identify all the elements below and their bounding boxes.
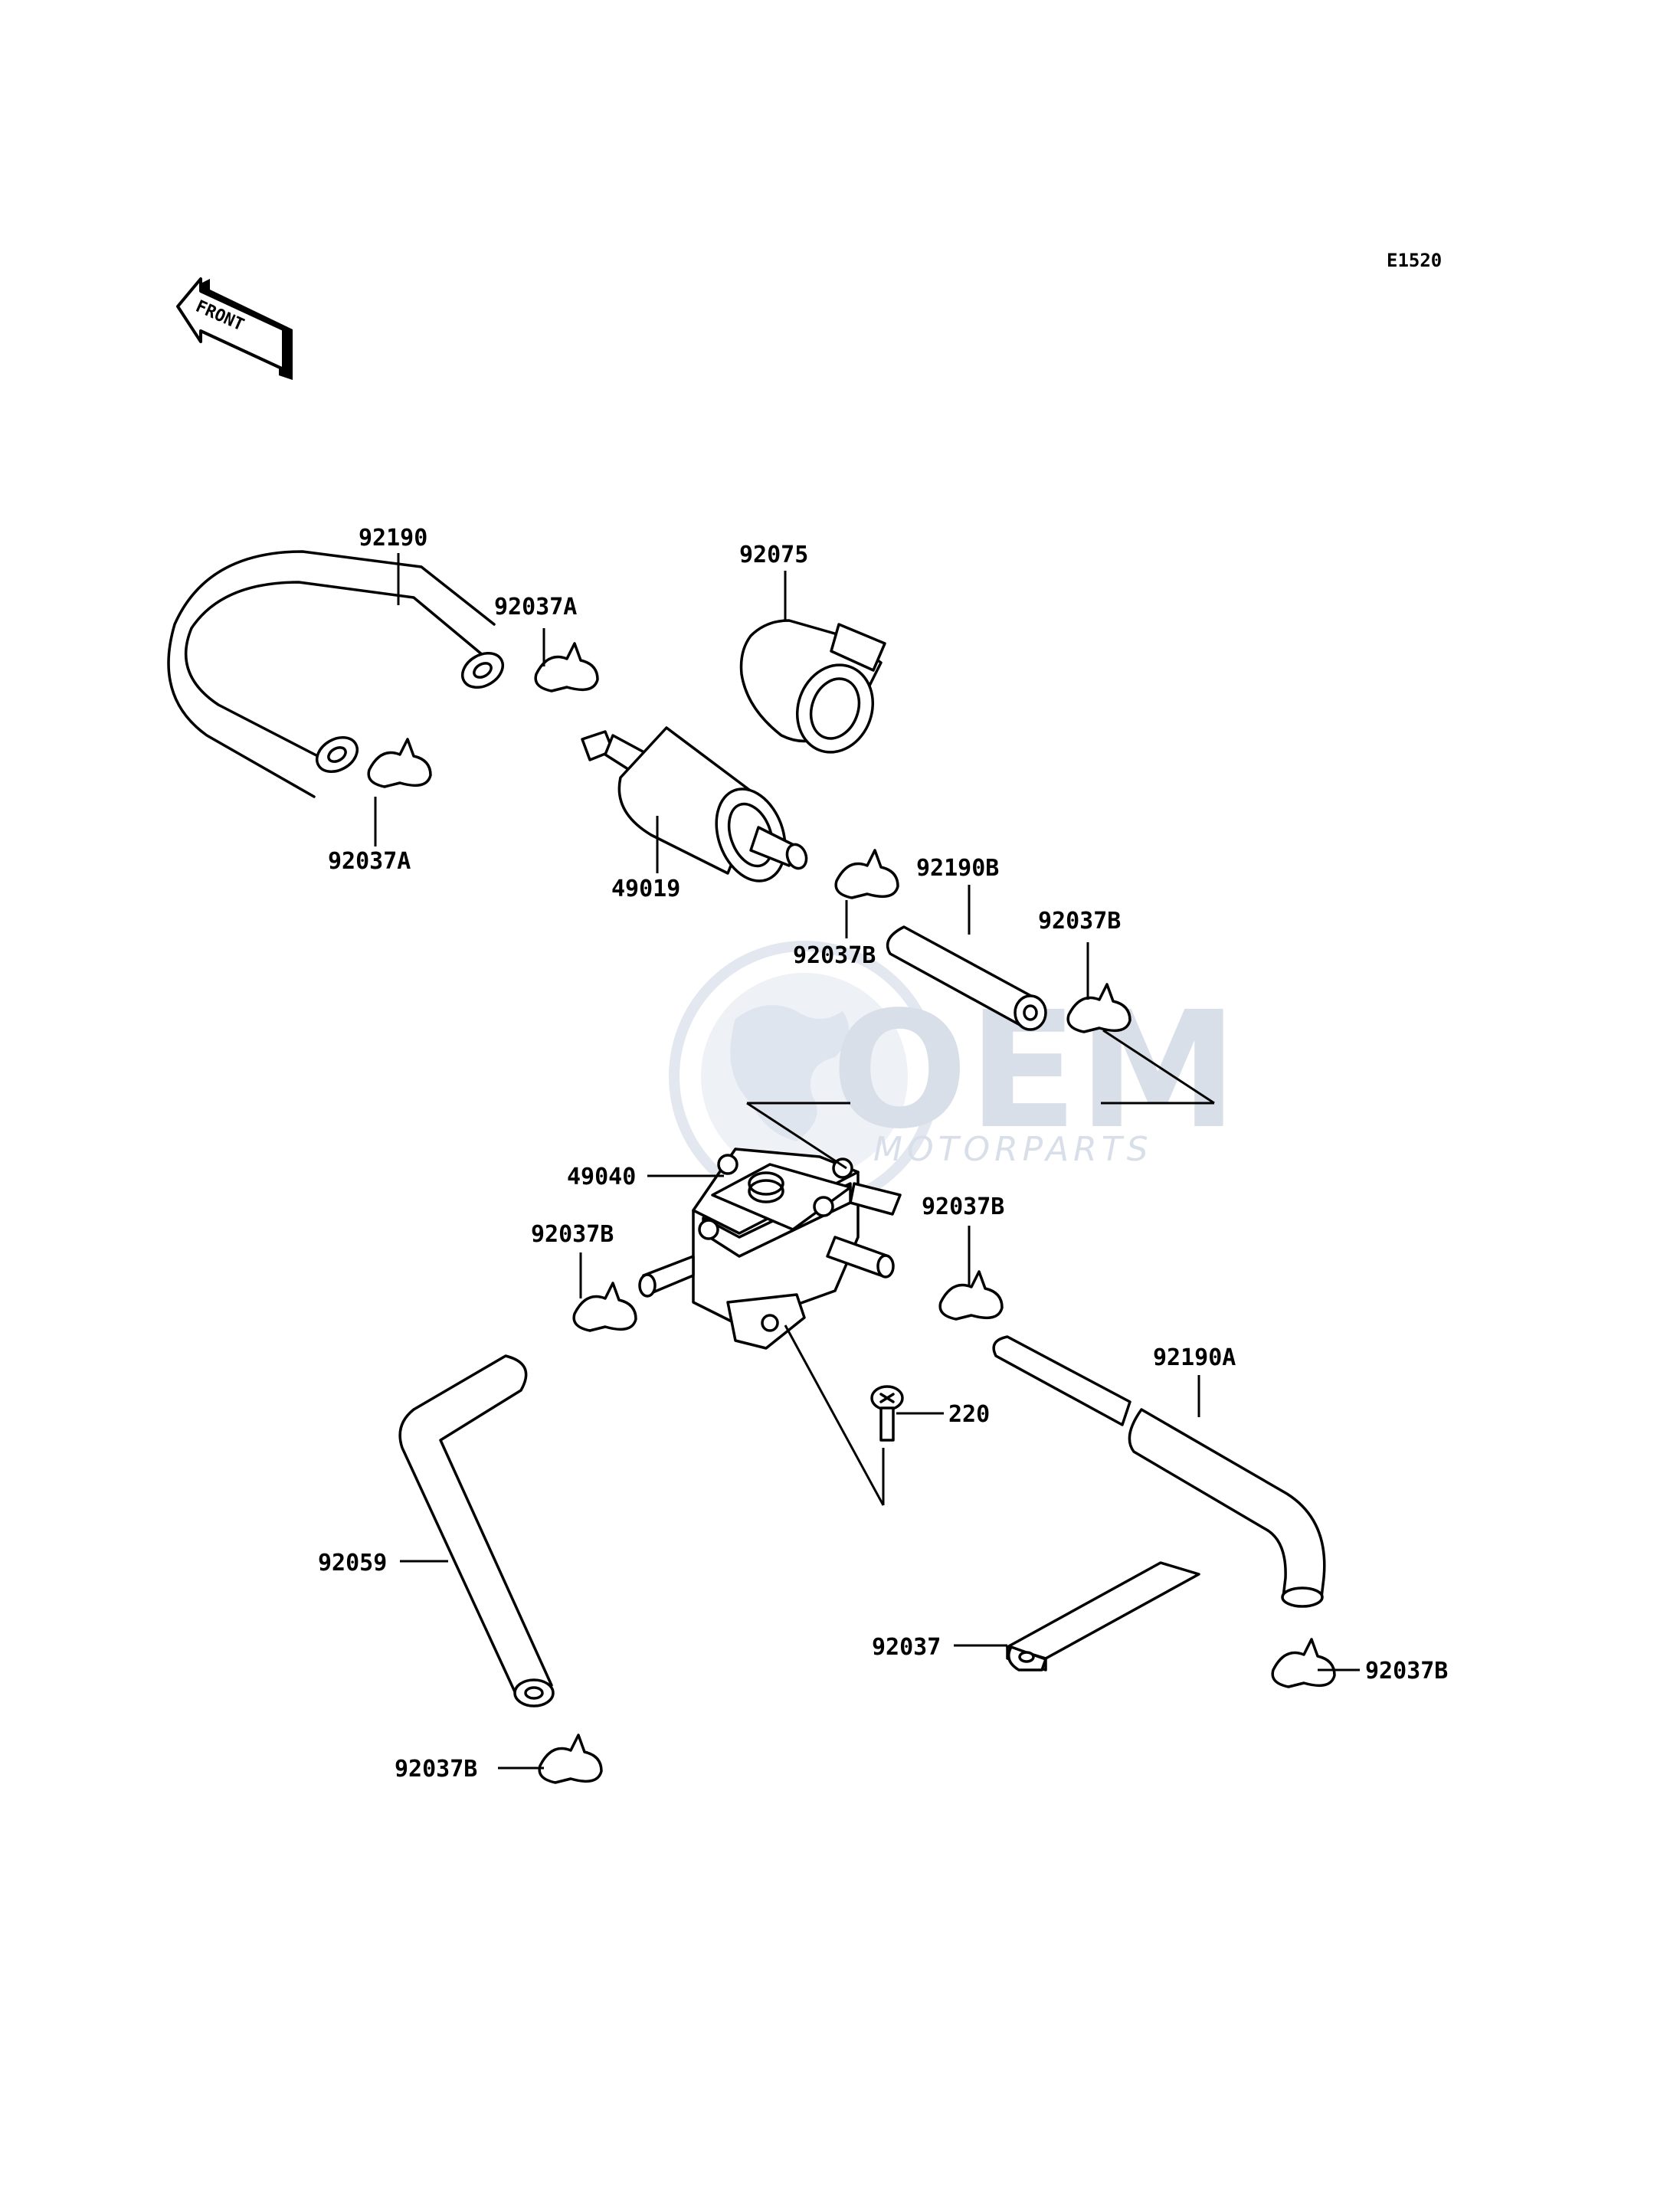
label-92037a-bottom: 92037A — [328, 848, 411, 875]
clamp-icon — [938, 1270, 1004, 1321]
label-92059: 92059 — [318, 1550, 387, 1577]
label-92190b: 92190B — [916, 855, 999, 882]
label-49019: 49019 — [611, 876, 680, 902]
fuel-filter-49019 — [581, 726, 808, 882]
watermark-sub: MOTORPARTS — [873, 1130, 1153, 1169]
label-92037b-filter: 92037B — [793, 942, 876, 969]
label-220: 220 — [948, 1401, 990, 1428]
clamp-icon — [367, 738, 432, 788]
band-92037 — [1006, 1561, 1200, 1671]
clamp-icon — [538, 1734, 603, 1784]
label-92037b-bottom: 92037B — [395, 1756, 477, 1783]
label-92190a: 92190A — [1153, 1344, 1236, 1371]
label-92037b-right-bottom: 92037B — [1365, 1658, 1448, 1685]
clamp-icon — [534, 642, 599, 692]
hose-92059 — [398, 1354, 555, 1708]
front-arrow-icon: FRONT — [176, 277, 293, 380]
label-92037b-pump-left: 92037B — [531, 1221, 614, 1248]
leader-lines — [374, 553, 1360, 1770]
clamp-icon — [834, 849, 899, 899]
part-labels: 92190 92037A 92037A 92075 49019 92037B 9… — [318, 525, 1448, 1783]
label-92075: 92075 — [739, 542, 808, 568]
label-92037b-right-top: 92037B — [1038, 908, 1121, 935]
label-92037: 92037 — [872, 1634, 941, 1661]
fuel-pump-49040 — [638, 1148, 902, 1350]
label-49040: 49040 — [567, 1164, 636, 1190]
hose-92190a — [992, 1335, 1326, 1608]
diagram-code: E1520 — [1387, 250, 1442, 271]
label-92037a-top: 92037A — [494, 594, 577, 620]
label-92037b-pump-right: 92037B — [922, 1193, 1004, 1220]
clamp-icon — [1066, 983, 1131, 1033]
hose-92190 — [167, 550, 504, 798]
label-92190: 92190 — [359, 525, 427, 552]
holder-92075 — [739, 619, 886, 754]
hose-92190b — [886, 925, 1047, 1031]
clamp-icon — [1271, 1638, 1336, 1688]
screw-220 — [870, 1385, 904, 1442]
clamp-icon — [572, 1282, 637, 1332]
